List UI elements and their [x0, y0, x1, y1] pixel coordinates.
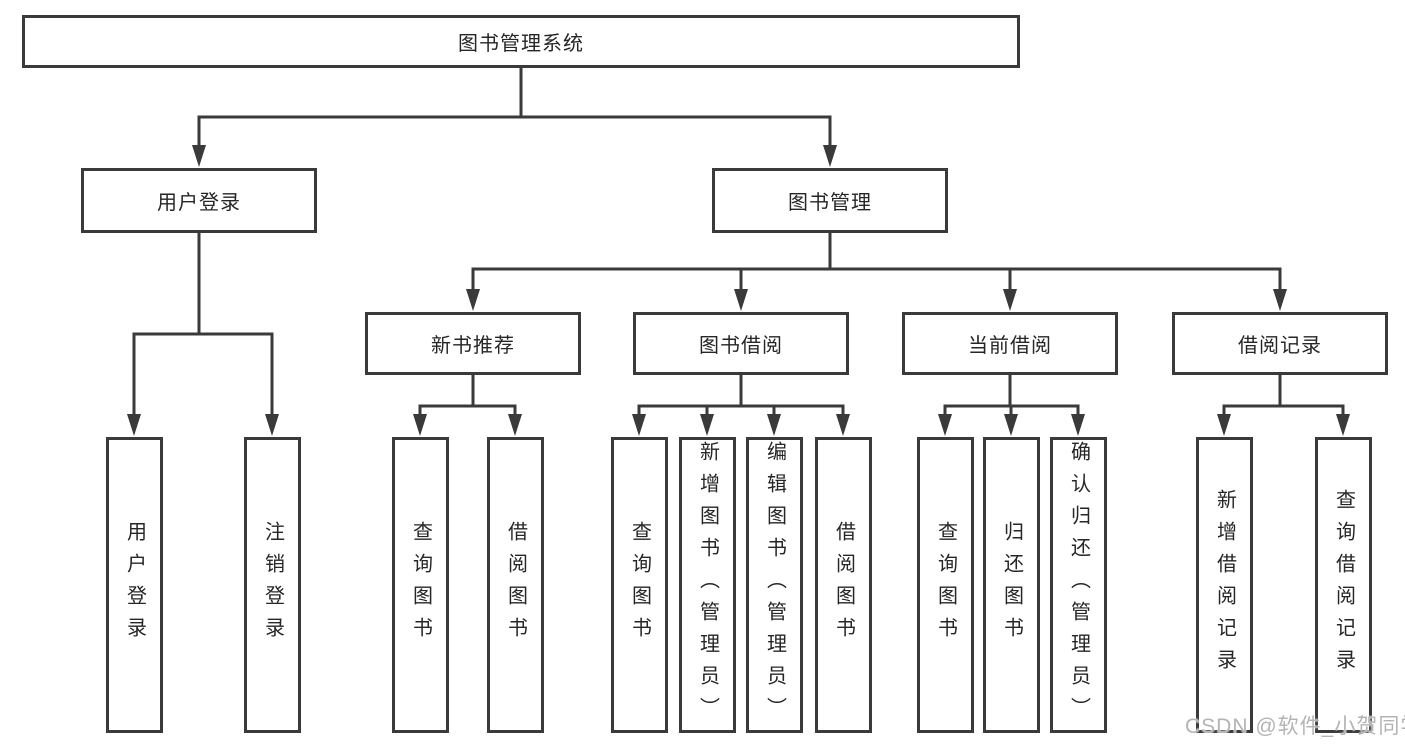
node-label: 新增借阅记录: [1213, 489, 1236, 681]
leaf-query-books-recommend: 查询图书: [392, 437, 449, 733]
node-label: 编辑图书（管理员）: [763, 441, 786, 729]
arrowheads: [127, 145, 1350, 436]
node-label: 查询图书: [628, 521, 651, 649]
node-label: 图书管理系统: [458, 33, 584, 55]
leaf-query-borrow-record: 查询借阅记录: [1315, 437, 1372, 733]
leaf-return-books: 归还图书: [983, 437, 1040, 733]
node-label: 当前借阅: [968, 335, 1052, 357]
node-label: 注销登录: [261, 521, 284, 649]
leaf-add-borrow-record: 新增借阅记录: [1196, 437, 1253, 733]
node-book-management: 图书管理: [712, 168, 948, 233]
node-root-library-system: 图书管理系统: [22, 15, 1020, 68]
node-label: 用户登录: [123, 521, 146, 649]
leaf-borrow-books-borrowing: 借阅图书: [815, 437, 872, 733]
node-label: 新书推荐: [431, 335, 515, 357]
node-label: 借阅图书: [504, 521, 527, 649]
leaf-add-book-admin: 新增图书（管理员）: [679, 437, 736, 733]
node-label: 借阅图书: [832, 521, 855, 649]
node-label: 查询借阅记录: [1332, 489, 1355, 681]
node-label: 图书借阅: [699, 335, 783, 357]
node-label: 图书管理: [788, 192, 872, 214]
node-label: 查询图书: [934, 521, 957, 649]
leaf-user-login: 用户登录: [106, 437, 163, 733]
node-label: 新增图书（管理员）: [696, 441, 719, 729]
node-borrowing-records: 借阅记录: [1172, 312, 1388, 375]
node-current-borrowing: 当前借阅: [902, 312, 1118, 375]
node-user-login: 用户登录: [81, 168, 317, 233]
leaf-logout: 注销登录: [244, 437, 301, 733]
node-label: 归还图书: [1000, 521, 1023, 649]
node-book-borrowing: 图书借阅: [633, 312, 849, 375]
leaf-query-books-borrowing: 查询图书: [611, 437, 668, 733]
leaf-confirm-return-admin: 确认归还（管理员）: [1050, 437, 1107, 733]
node-label: 确认归还（管理员）: [1067, 441, 1090, 729]
leaf-query-books-current: 查询图书: [917, 437, 974, 733]
node-label: 用户登录: [157, 192, 241, 214]
node-new-book-recommend: 新书推荐: [365, 312, 581, 375]
leaf-edit-book-admin: 编辑图书（管理员）: [746, 437, 803, 733]
leaf-borrow-books-recommend: 借阅图书: [487, 437, 544, 733]
node-label: 查询图书: [409, 521, 432, 649]
node-label: 借阅记录: [1238, 335, 1322, 357]
